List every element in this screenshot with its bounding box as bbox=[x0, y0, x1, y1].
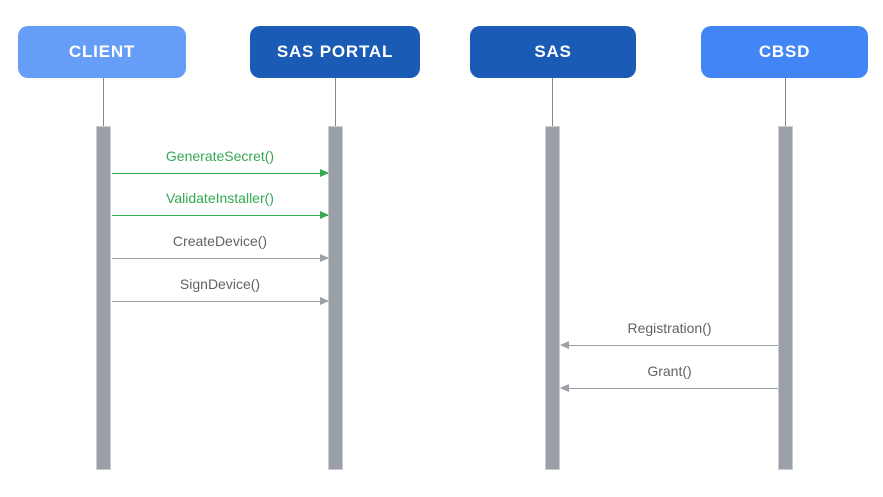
actor-box-sas: SAS bbox=[470, 26, 636, 78]
message-validate-installer: ValidateInstaller() bbox=[112, 189, 329, 219]
message-create-device: CreateDevice() bbox=[112, 232, 329, 262]
arrow-line bbox=[560, 384, 778, 392]
message-label: Grant() bbox=[647, 363, 692, 379]
activation-bar-client bbox=[96, 126, 111, 470]
lifeline-sas bbox=[552, 78, 553, 126]
arrow-line bbox=[112, 297, 329, 305]
actor-box-client: CLIENT bbox=[18, 26, 186, 78]
message-grant: Grant() bbox=[560, 362, 778, 392]
arrow-right-icon bbox=[320, 297, 329, 305]
arrow-line bbox=[560, 341, 778, 349]
lifeline-cbsd bbox=[785, 78, 786, 126]
arrow-line bbox=[112, 254, 329, 262]
message-generate-secret: GenerateSecret() bbox=[112, 147, 329, 177]
arrow-left-icon bbox=[560, 341, 569, 349]
actor-label-cbsd: CBSD bbox=[758, 42, 811, 61]
message-label: SignDevice() bbox=[179, 276, 261, 292]
activation-bar-sas bbox=[545, 126, 560, 470]
arrow-line bbox=[112, 169, 329, 177]
arrow-right-icon bbox=[320, 169, 329, 177]
arrow-line bbox=[112, 211, 329, 219]
actor-box-sas-portal: SAS PORTAL bbox=[250, 26, 420, 78]
actor-label-sas-portal: SAS PORTAL bbox=[276, 42, 394, 61]
arrow-left-icon bbox=[560, 384, 569, 392]
message-label: GenerateSecret() bbox=[165, 148, 275, 164]
activation-bar-sas-portal bbox=[328, 126, 343, 470]
activation-bar-cbsd bbox=[778, 126, 793, 470]
arrow-right-icon bbox=[320, 254, 329, 262]
lifeline-sas-portal bbox=[335, 78, 336, 126]
message-registration: Registration() bbox=[560, 319, 778, 349]
actor-box-cbsd: CBSD bbox=[701, 26, 868, 78]
lifeline-client bbox=[103, 78, 104, 126]
actor-label-client: CLIENT bbox=[68, 42, 136, 61]
message-label: Registration() bbox=[627, 320, 712, 336]
message-label: CreateDevice() bbox=[172, 233, 268, 249]
message-label: ValidateInstaller() bbox=[166, 190, 274, 206]
message-sign-device: SignDevice() bbox=[112, 275, 329, 305]
arrow-right-icon bbox=[320, 211, 329, 219]
actor-label-sas: SAS bbox=[534, 42, 572, 61]
